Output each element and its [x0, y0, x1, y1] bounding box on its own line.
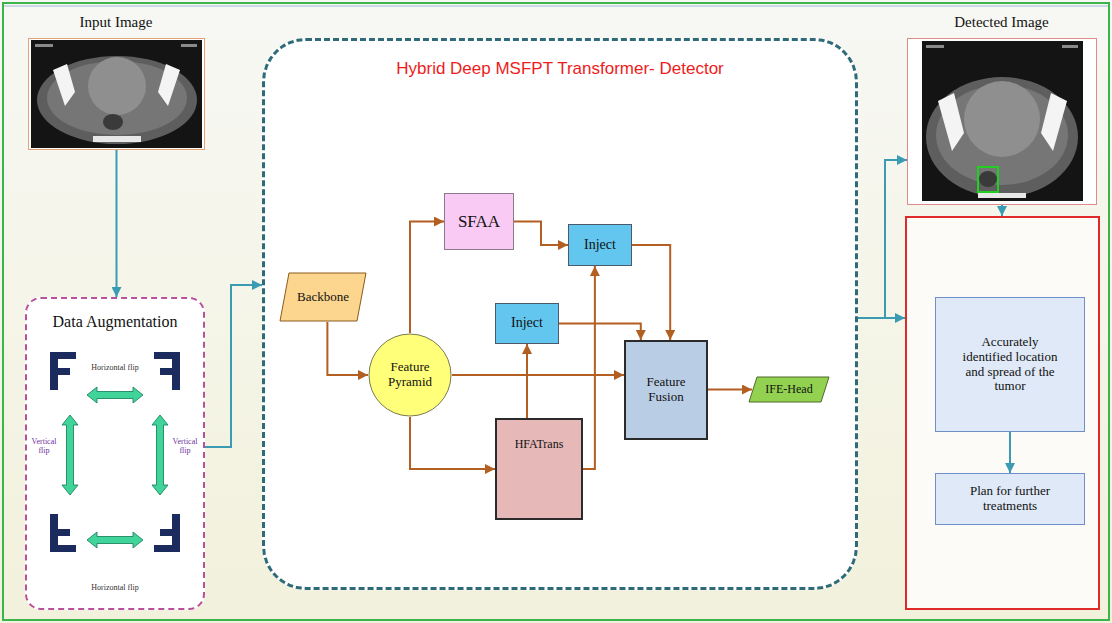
parallelogram-shape [749, 377, 829, 402]
flow-arrow [205, 285, 262, 447]
panel-fills [25, 38, 1100, 610]
parallelogram-shape [280, 273, 366, 321]
box-label: Feature Fusion [635, 375, 697, 405]
circle-shape [369, 334, 451, 416]
inject-box: Inject [568, 224, 632, 266]
backbone-block: Backbone [279, 272, 367, 322]
flow-arrow [1009, 432, 1011, 473]
box-label: Horizontal flip [83, 583, 147, 592]
panel-fill [25, 297, 205, 610]
ct-detected-image [922, 41, 1083, 201]
heading-text: Input Image [29, 14, 203, 31]
fusion-box: Feature Fusion [624, 340, 708, 440]
flow-arrow [583, 266, 595, 469]
outcome-box: Plan for further treatments [935, 473, 1085, 525]
box-label: SFAA [458, 212, 500, 232]
flow-arrow [632, 245, 670, 340]
box-label: Vertical flip [169, 437, 201, 455]
flow-arrow [858, 317, 905, 319]
flow-arrow [452, 374, 624, 376]
transformer-box: HFATrans [495, 418, 583, 520]
image-frame: Detected Image [907, 38, 1097, 205]
flow-arrow [559, 324, 641, 341]
box-label: Horizontal flip [83, 363, 147, 372]
top-rule [4, 6, 1108, 7]
box-label: Accurately identified location and sprea… [955, 335, 1065, 395]
flow-arrow [1001, 205, 1003, 216]
flow-arrow [410, 417, 495, 469]
box-label: Vertical flip [28, 437, 60, 455]
flow-arrow [858, 160, 907, 318]
flip-arrows [62, 387, 168, 548]
head-block: IFE-Head [748, 376, 830, 403]
flow-arrow [514, 222, 568, 246]
panel-fill [28, 38, 205, 150]
detector-panel: BackboneFeature PyramidSFAAInjectInjectH… [262, 38, 858, 590]
box-label: HFATrans [515, 438, 564, 452]
outer-frame [3, 3, 1109, 620]
box-label: Plan for further treatments [954, 484, 1066, 514]
inject-box: Inject [495, 303, 559, 344]
process-box: SFAA [444, 193, 514, 250]
box-label: Backbone [297, 290, 349, 305]
panel-fill [905, 216, 1100, 610]
outcome-panel: Accurately identified location and sprea… [905, 216, 1100, 610]
panel-fill [262, 38, 858, 590]
heading-text: Data Augmentation [27, 313, 203, 331]
pyramid-circle: Feature Pyramid [368, 333, 452, 417]
flow-arrow [327, 322, 368, 375]
box-label: Inject [584, 237, 616, 253]
augmentation-panel: Data AugmentationHorizontal flipVertical… [25, 297, 205, 610]
flow-arrow [116, 150, 118, 297]
panel-fill [907, 38, 1097, 205]
box-label: Feature Pyramid [377, 360, 443, 390]
heading-text: Detected Image [908, 14, 1095, 31]
box-label: Inject [511, 315, 543, 331]
image-frame: Input Image [28, 38, 205, 150]
flow-arrow [708, 389, 752, 391]
flow-arrow [526, 344, 528, 418]
ct-input-image [31, 40, 202, 148]
outcome-box: Accurately identified location and sprea… [935, 297, 1085, 432]
heading-text: Hybrid Deep MSFPT Transformer- Detector [265, 59, 855, 79]
flip-illustration [50, 352, 180, 552]
box-label: IFE-Head [765, 383, 812, 397]
flow-arrow [410, 222, 444, 334]
